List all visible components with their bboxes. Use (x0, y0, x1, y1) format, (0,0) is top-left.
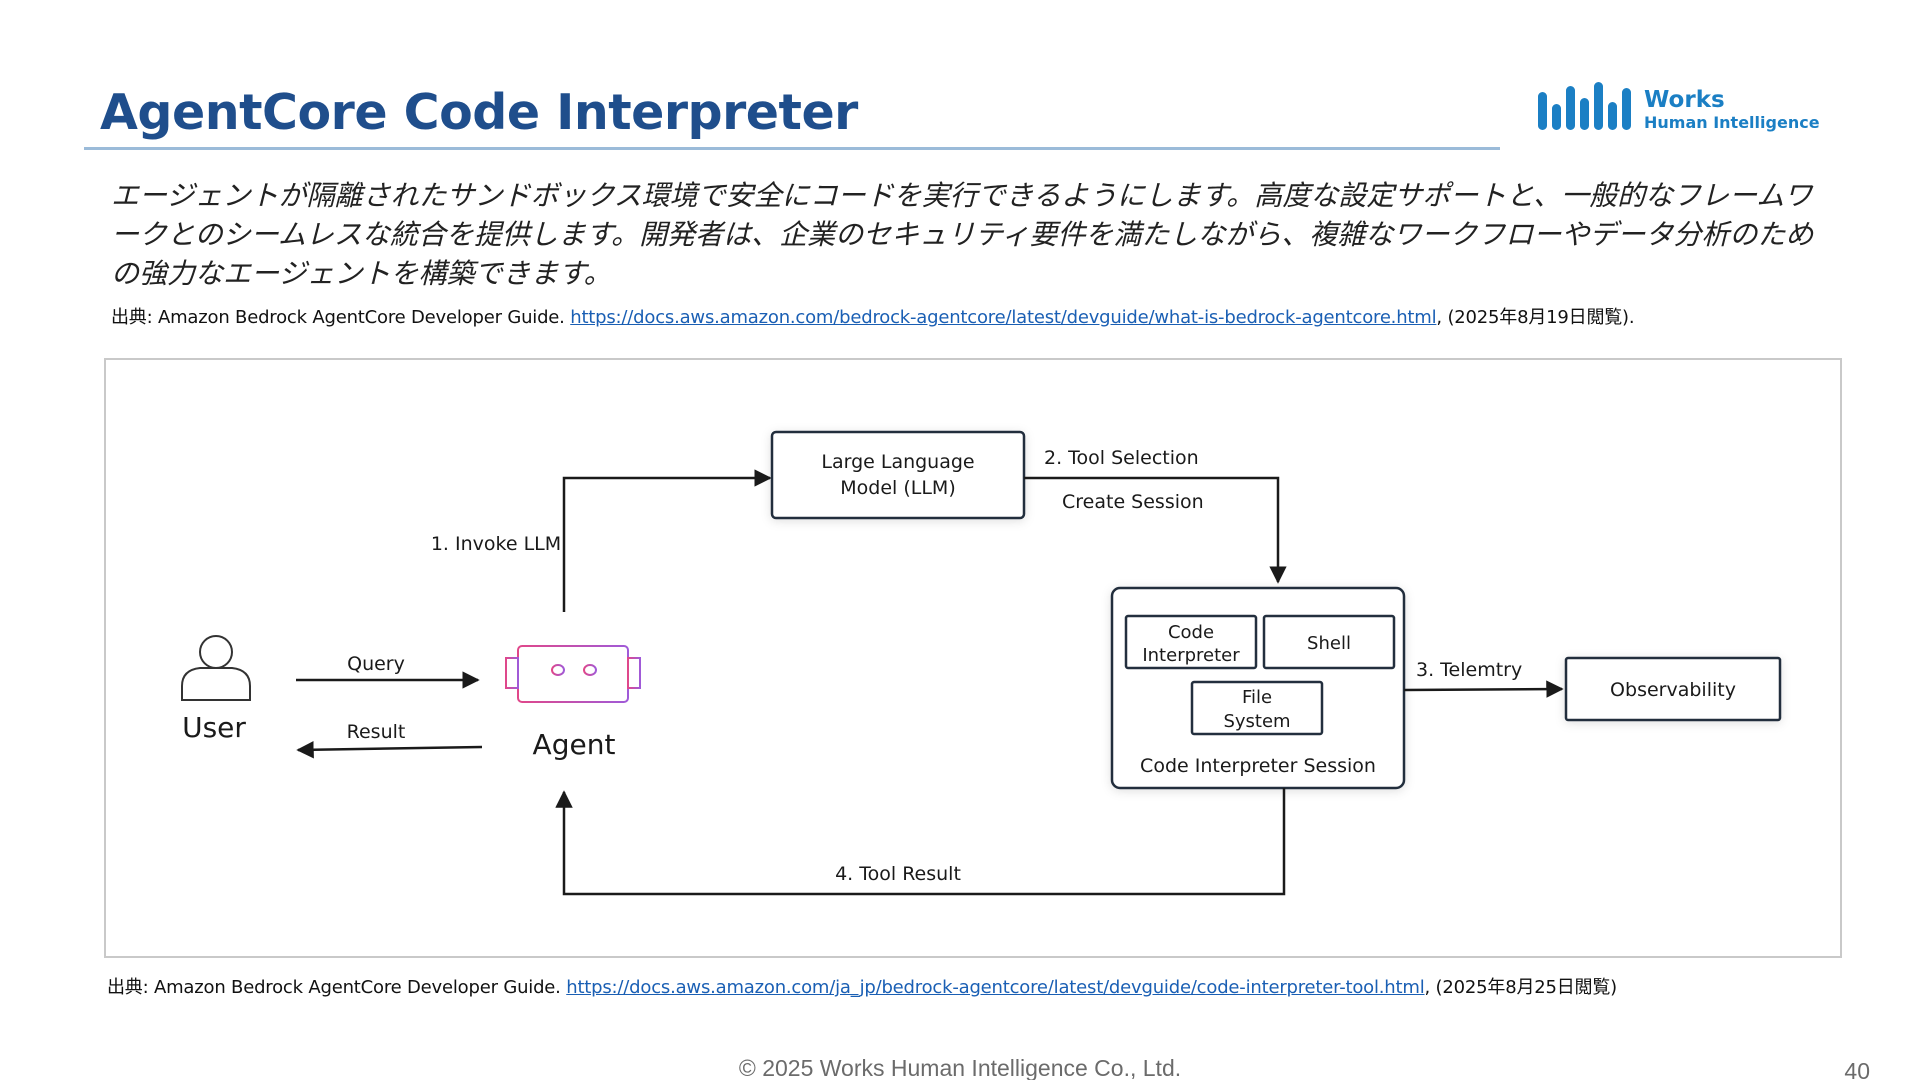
source-citation-top: 出典: Amazon Bedrock AgentCore Developer G… (111, 303, 1635, 329)
tool-result-arrow (555, 788, 1286, 896)
copyright-footer: © 2025 Works Human Intelligence Co., Ltd… (738, 1055, 1182, 1080)
shell-label: Shell (1307, 633, 1351, 654)
source-top-link[interactable]: https://docs.aws.amazon.com/bedrock-agen… (570, 307, 1437, 328)
logo-line1: Works (1644, 87, 1725, 113)
architecture-diagram: User Query Result Agent 1. I (104, 358, 1842, 958)
agent-label: Agent (533, 728, 616, 761)
user-icon (181, 635, 251, 701)
llm-box: Large Language Model (LLM) (770, 430, 1026, 520)
code-interpreter-session-box: Code Interpreter Shell File System Code … (1110, 586, 1406, 790)
telemetry-label: 3. Telemtry (1416, 659, 1522, 681)
tool-selection-arrow (1024, 476, 1287, 584)
user-label: User (182, 711, 246, 744)
file-system-line2: System (1223, 711, 1290, 732)
source-bottom-suffix: , (2025年8月25日閲覧) (1424, 977, 1618, 998)
shell-box: Shell (1262, 614, 1396, 670)
source-top-suffix: , (2025年8月19日閲覧). (1436, 307, 1635, 328)
page-number: 40 (1844, 1058, 1870, 1080)
invoke-llm-arrow (562, 469, 772, 612)
result-arrow (296, 740, 483, 759)
slide-title: AgentCore Code Interpreter (100, 84, 858, 141)
query-label: Query (347, 653, 405, 675)
session-label: Code Interpreter Session (1140, 755, 1376, 777)
agent-icon (505, 645, 641, 703)
source-top-prefix: 出典: Amazon Bedrock AgentCore Developer G… (111, 307, 565, 328)
result-label: Result (347, 721, 406, 743)
title-underline (84, 147, 1500, 150)
llm-line1: Large Language (821, 451, 974, 473)
file-system-box: File System (1190, 680, 1324, 736)
observability-label: Observability (1610, 679, 1736, 701)
create-session-label: Create Session (1062, 491, 1204, 513)
tool-selection-label: 2. Tool Selection (1044, 447, 1199, 469)
file-system-line1: File (1242, 687, 1272, 708)
invoke-llm-label: 1. Invoke LLM (431, 533, 561, 555)
telemetry-arrow (1403, 680, 1564, 698)
diagram-canvas: User Query Result Agent 1. I (181, 430, 1782, 896)
works-logo: Works Human Intelligence (1538, 82, 1820, 132)
logo-line2: Human Intelligence (1644, 113, 1820, 132)
intro-text: エージェントが隔離されたサンドボックス環境で安全にコードを実行できるようにします… (111, 179, 1814, 290)
code-interpreter-line2: Interpreter (1142, 645, 1240, 666)
code-interpreter-box: Code Interpreter (1124, 614, 1258, 670)
source-citation-bottom: 出典: Amazon Bedrock AgentCore Developer G… (107, 973, 1617, 999)
tool-result-label: 4. Tool Result (835, 863, 961, 885)
code-interpreter-line1: Code (1168, 622, 1214, 643)
observability-box: Observability (1564, 656, 1782, 722)
source-bottom-prefix: 出典: Amazon Bedrock AgentCore Developer G… (107, 977, 561, 998)
source-bottom-link[interactable]: https://docs.aws.amazon.com/ja_jp/bedroc… (566, 977, 1425, 998)
llm-line2: Model (LLM) (840, 477, 955, 499)
